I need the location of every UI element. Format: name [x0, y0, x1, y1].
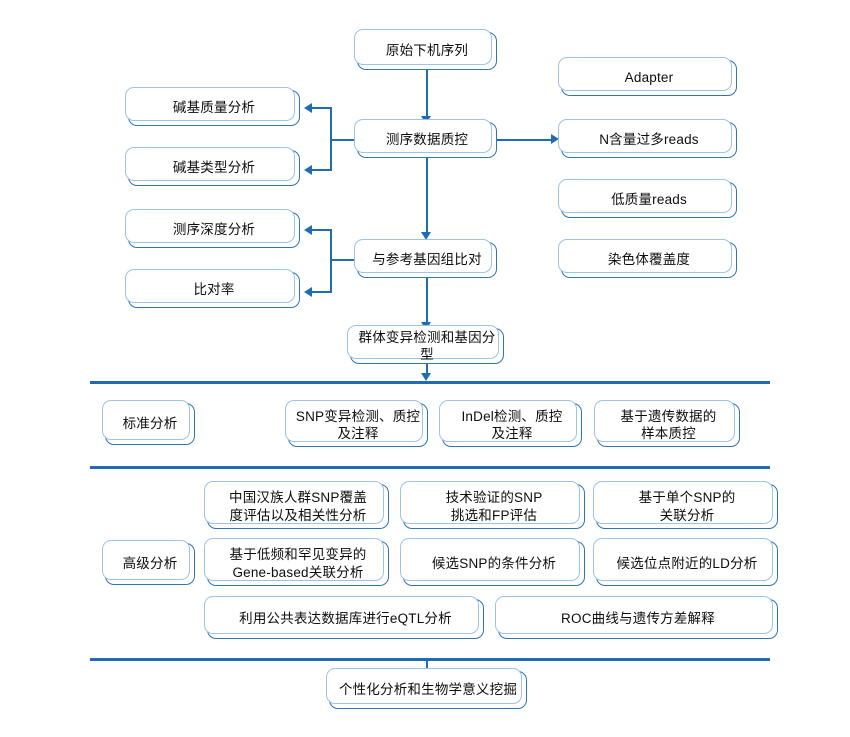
node-raw-sequence-label: 原始下机序列	[385, 43, 469, 59]
node-low-quality-reads-label: 低质量reads	[611, 192, 687, 208]
node-eqtl[interactable]: 利用公共表达数据库进行eQTL分析	[204, 596, 484, 639]
section-divider-advanced-top	[90, 466, 770, 469]
section-divider-personalized-top	[90, 658, 770, 661]
node-indel-detect-label: InDel检测、质控 及注释	[461, 408, 563, 441]
node-qc-label: 测序数据质控	[385, 132, 469, 148]
node-single-snp-assoc-label: 基于单个SNP的 关联分析	[638, 490, 736, 523]
node-align-rate[interactable]: 比对率	[125, 269, 300, 308]
node-low-quality-reads[interactable]: 低质量reads	[558, 179, 737, 218]
node-n-reads[interactable]: N含量过多reads	[558, 119, 737, 158]
connector-qc-to-base-quality	[312, 107, 332, 109]
node-base-quality[interactable]: 碱基质量分析	[125, 87, 300, 126]
node-han-snp-coverage-label: 中国汉族人群SNP覆盖 度评估以及相关性分析	[229, 490, 367, 523]
node-adapter-label: Adapter	[624, 70, 674, 86]
node-depth[interactable]: 测序深度分析	[125, 209, 300, 248]
node-han-snp-coverage[interactable]: 中国汉族人群SNP覆盖 度评估以及相关性分析	[204, 481, 389, 529]
node-n-reads-label: N含量过多reads	[599, 132, 699, 148]
node-raw-sequence[interactable]: 原始下机序列	[354, 29, 497, 70]
node-single-snp-assoc[interactable]: 基于单个SNP的 关联分析	[593, 481, 778, 529]
node-personalized[interactable]: 个性化分析和生物学意义挖掘	[326, 668, 527, 709]
node-advanced-label-text: 高级分析	[122, 556, 178, 572]
node-standard-label-text: 标准分析	[122, 416, 178, 432]
node-depth-label: 测序深度分析	[172, 222, 256, 238]
connector-variant-to-rule	[426, 364, 428, 378]
node-personalized-label: 个性化分析和生物学意义挖掘	[338, 682, 518, 698]
node-base-quality-label: 碱基质量分析	[172, 100, 256, 116]
arrowhead-to-base-type	[304, 164, 312, 175]
node-snp-detect[interactable]: SNP变异检测、质控 及注释	[285, 400, 428, 447]
connector-align-to-rate	[312, 291, 332, 293]
connector-qc-branch-stem	[330, 139, 359, 141]
node-tech-validated-snp[interactable]: 技术验证的SNP 挑选和FP评估	[400, 481, 585, 529]
node-qc[interactable]: 测序数据质控	[354, 119, 497, 158]
node-candidate-snp-cond-label: 候选SNP的条件分析	[431, 555, 557, 571]
node-align-rate-label: 比对率	[193, 282, 235, 298]
arrowhead-to-base-quality	[304, 102, 312, 113]
node-align-ref[interactable]: 与参考基因组比对	[354, 239, 497, 278]
node-align-ref-label: 与参考基因组比对	[372, 252, 482, 268]
node-base-type[interactable]: 碱基类型分析	[125, 147, 300, 186]
connector-align-to-depth	[312, 229, 332, 231]
node-ld-analysis[interactable]: 候选位点附近的LD分析	[593, 538, 778, 586]
node-gene-based-assoc[interactable]: 基于低频和罕见变异的 Gene-based关联分析	[204, 538, 389, 586]
arrowhead-qc-to-align	[420, 232, 431, 240]
connector-qc-to-nreads	[497, 139, 553, 141]
node-candidate-snp-cond[interactable]: 候选SNP的条件分析	[400, 538, 585, 586]
section-divider-standard-top	[90, 381, 770, 384]
node-variant-calling[interactable]: 群体变异检测和基因分型	[347, 325, 504, 364]
connector-qc-to-base-type	[312, 169, 332, 171]
arrowhead-qc-to-nreads	[551, 133, 559, 144]
connector-raw-to-qc	[426, 70, 428, 118]
connector-align-to-variant	[426, 278, 428, 324]
arrowhead-to-align-rate	[304, 286, 312, 297]
connector-align-branch-spine	[330, 229, 332, 293]
node-ld-analysis-label: 候选位点附近的LD分析	[616, 555, 758, 571]
node-advanced-label[interactable]: 高级分析	[102, 540, 195, 585]
connector-qc-to-align	[426, 158, 428, 234]
node-variant-calling-label: 群体变异检测和基因分型	[358, 329, 496, 362]
node-snp-detect-label: SNP变异检测、质控 及注释	[295, 408, 421, 441]
arrowhead-variant-to-rule	[420, 373, 431, 381]
node-adapter[interactable]: Adapter	[558, 57, 737, 96]
node-chrom-coverage-label: 染色体覆盖度	[607, 252, 691, 268]
node-base-type-label: 碱基类型分析	[172, 160, 256, 176]
node-tech-validated-snp-label: 技术验证的SNP 挑选和FP评估	[445, 490, 543, 523]
arrowhead-to-depth	[304, 224, 312, 235]
connector-qc-branch-spine	[330, 107, 332, 171]
node-roc[interactable]: ROC曲线与遗传方差解释	[495, 596, 778, 639]
node-indel-detect[interactable]: InDel检测、质控 及注释	[439, 400, 582, 447]
node-genetic-qc[interactable]: 基于遗传数据的 样本质控	[594, 400, 740, 447]
node-eqtl-label: 利用公共表达数据库进行eQTL分析	[239, 611, 452, 627]
connector-align-branch-stem	[330, 259, 359, 261]
node-gene-based-assoc-label: 基于低频和罕见变异的 Gene-based关联分析	[229, 547, 367, 580]
node-genetic-qc-label: 基于遗传数据的 样本质控	[620, 408, 717, 441]
node-roc-label: ROC曲线与遗传方差解释	[561, 611, 715, 627]
node-chrom-coverage[interactable]: 染色体覆盖度	[558, 239, 737, 278]
node-standard-label[interactable]: 标准分析	[102, 400, 195, 445]
